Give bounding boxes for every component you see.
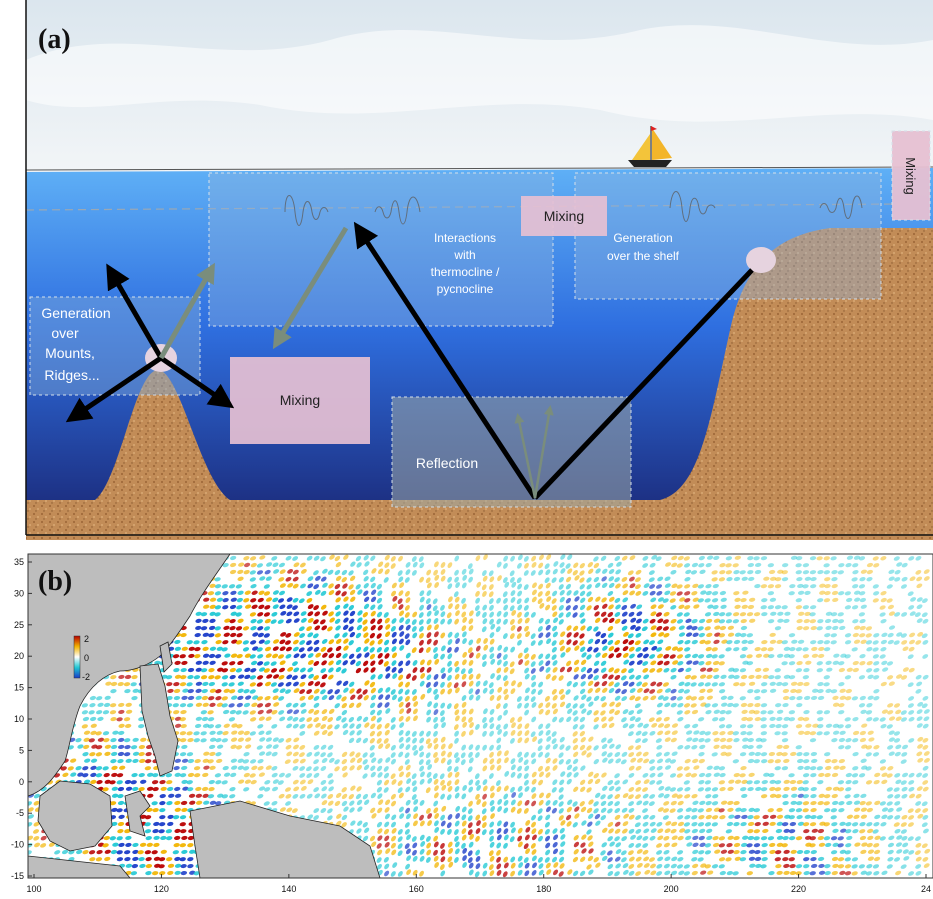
label-generation-mounts-3: Mounts, [45, 345, 95, 361]
label-generation-mounts-2: over [51, 325, 79, 341]
energy-arrows-grey [158, 226, 349, 360]
x-tick-label: 100 [26, 884, 41, 894]
internal-wave-packets [284, 191, 863, 226]
y-tick-label: 15 [14, 683, 24, 693]
y-tick-label: 35 [14, 557, 24, 567]
box-generation-mounts [29, 296, 201, 396]
reflection-arrows [514, 405, 554, 499]
label-reflection: Reflection [416, 455, 478, 471]
land-sulawesi [124, 790, 151, 837]
box-mixing-middle [521, 196, 607, 236]
land-new-guinea [189, 800, 381, 878]
y-tick-label: -10 [11, 840, 24, 850]
label-generation-shelf-2: over the shelf [607, 249, 680, 263]
x-tick-label: 24 [921, 884, 931, 894]
colorbar-bar [73, 635, 81, 679]
land-borneo [37, 780, 113, 852]
label-interactions-4: pycnocline [437, 282, 494, 296]
box-reflection [391, 396, 632, 508]
label-interactions-1: Interactions [434, 231, 496, 245]
box-mixing-right [891, 130, 931, 221]
y-tick-label: 0 [19, 777, 24, 787]
clouds [26, 25, 933, 122]
x-tick-label: 120 [154, 884, 169, 894]
label-interactions-2: with [453, 248, 475, 262]
panel-b-letter: (b) [38, 566, 72, 597]
y-tick-label: -5 [16, 808, 24, 818]
x-tick-label: 200 [664, 884, 679, 894]
y-tick-label: -15 [11, 871, 24, 881]
label-interactions-3: thermocline / [431, 265, 500, 279]
box-generation-shelf [574, 172, 882, 300]
label-generation-mounts-4: Ridges... [44, 367, 99, 383]
box-interactions [208, 172, 554, 327]
label-generation-shelf-1: Generation [613, 231, 672, 245]
colorbar-tick-bottom: -2 [82, 672, 90, 682]
source-shelf [746, 247, 776, 273]
land-philippines [139, 663, 179, 777]
colorbar: 2 0 -2 [73, 634, 90, 682]
box-mixing-left [230, 357, 370, 444]
land-masses [28, 554, 381, 878]
label-generation-mounts-1: Generation [41, 305, 110, 321]
land-java [28, 855, 131, 878]
x-tick-label: 180 [536, 884, 551, 894]
label-mixing-right: Mixing [903, 157, 918, 195]
thermocline-line [25, 203, 901, 211]
x-tick-label: 140 [281, 884, 296, 894]
sea-surface [25, 166, 933, 171]
x-tick-label: 160 [409, 884, 424, 894]
energy-arrows-dark [65, 221, 754, 500]
y-tick-label: 10 [14, 714, 24, 724]
y-tick-label: 30 [14, 588, 24, 598]
colorbar-tick-top: 2 [84, 634, 89, 644]
map-frame [27, 553, 933, 879]
colorbar-tick-mid: 0 [84, 653, 89, 663]
y-tick-label: 5 [19, 745, 24, 755]
seabed [26, 228, 933, 540]
panel-a-letter: (a) [38, 24, 71, 55]
label-mixing-middle: Mixing [544, 208, 584, 224]
sailboat-icon [628, 126, 672, 167]
land-asia [28, 554, 231, 797]
panel-a-diagram: Generation over Mounts, Ridges... Intera… [25, 0, 933, 540]
label-mixing-left: Mixing [280, 392, 320, 408]
x-tick-label: 220 [791, 884, 806, 894]
x-axis-ticks: 100 120 140 160 180 200 220 24 [26, 874, 931, 894]
y-axis-ticks: 35 30 25 20 15 10 5 0 -5 -10 -15 [11, 557, 32, 881]
y-tick-label: 25 [14, 620, 24, 630]
land-taiwan [159, 641, 173, 673]
y-tick-label: 20 [14, 651, 24, 661]
